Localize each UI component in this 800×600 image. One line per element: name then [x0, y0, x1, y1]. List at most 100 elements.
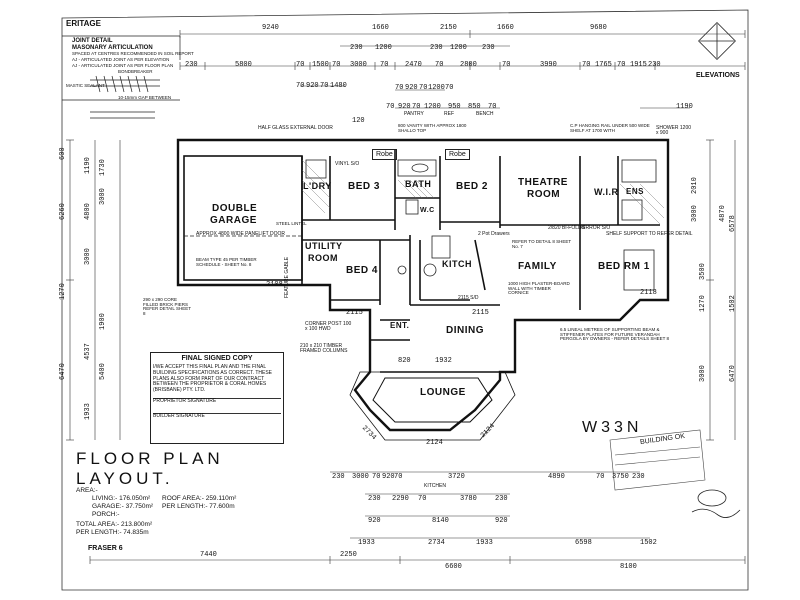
- dim-b2-0: 230: [368, 495, 381, 503]
- dim-b1-6: 4890: [548, 473, 565, 481]
- dim-row2-5: 3000: [350, 61, 367, 69]
- kitchen-dim-label: KITCHEN: [424, 483, 446, 489]
- dim-top-r1-3: 1200: [450, 44, 467, 52]
- dim-b1-8: 3750: [612, 473, 629, 481]
- dim-b2-1: 2290: [392, 495, 409, 503]
- dim-left-12: 1933: [84, 403, 92, 420]
- legend-bondbreaker: BONDBREAKER: [118, 69, 153, 74]
- dim-row2-16: 230: [648, 61, 661, 69]
- note-shelf-support: SHELF SUPPORT TO REFER DETAIL: [606, 231, 693, 237]
- final-signed-copy-box: FINAL SIGNED COPY I/WE ACCEPT THIS FINAL…: [150, 352, 284, 444]
- legend-heading-1: JOINT DETAIL: [72, 38, 113, 44]
- dim-b1-9: 230: [632, 473, 645, 481]
- room-utility-line1: UTILITY: [305, 241, 343, 251]
- room-bed-rm-1: BED RM 1: [598, 261, 650, 272]
- dim-b1-7: 70: [596, 473, 605, 481]
- side-dimension-lines: [66, 139, 736, 441]
- dim-b3-2: 920: [495, 517, 508, 525]
- legend-sealant: MASTIC SEALANT: [66, 83, 105, 88]
- room-double-garage-line2: GARAGE: [210, 215, 257, 226]
- final-signed-title: FINAL SIGNED COPY: [181, 355, 253, 362]
- model-name: FRASER 6: [88, 545, 123, 552]
- dim-b3-1: 8140: [432, 517, 449, 525]
- note-hanging-rail: C.P HANGING RAIL UNDER 500 WIDE SHELF AT…: [570, 123, 650, 133]
- room-kitch: KITCH: [442, 259, 472, 269]
- label-ref: REF: [444, 111, 454, 117]
- note-beam: BEAM TYPE 45 PER TIMBER SCHEDULE - SHEET…: [196, 257, 257, 267]
- note-half-glass: HALF GLASS EXTERNAL DOOR: [258, 125, 333, 131]
- dim-row3b-4: 70: [445, 84, 454, 92]
- dim-row4-3: 1200: [424, 103, 441, 111]
- dim-row3-0: 70: [296, 82, 305, 90]
- dim-b1-3: 920: [382, 473, 395, 481]
- building-outline: [176, 138, 670, 432]
- compass-diagram: [698, 22, 736, 60]
- plan-code: W33N: [582, 419, 643, 436]
- dim-row2-12: 70: [582, 61, 591, 69]
- dim-row2-15: 1915: [630, 61, 647, 69]
- note-vinyl: VINYL S/O: [335, 161, 360, 167]
- dim-right-8: 3000: [699, 365, 707, 382]
- room-utility-line2: ROOM: [308, 253, 338, 263]
- proprietor-signature-label: PROPRIETOR SIGNATURE: [153, 397, 281, 405]
- dim-b1-5: 3720: [448, 473, 465, 481]
- garage-door-note: APPROX 4800 WIDE PANELIFT DOOR: [196, 231, 286, 237]
- area-heading: AREA:-: [76, 487, 98, 494]
- dim-left-7: 3000: [84, 248, 92, 265]
- dim-row3-2: 70: [320, 82, 329, 90]
- dim-b5-1: 2250: [340, 551, 357, 559]
- dim-top-a: 1660: [372, 24, 389, 32]
- tiled-hatching: [301, 159, 665, 225]
- sheet-border: [61, 9, 749, 591]
- room-bed-3: BED 3: [348, 181, 380, 192]
- dim-left-0: 600: [59, 147, 67, 160]
- builder-signature-label: BUILDER SIGNATURE: [153, 412, 281, 420]
- dim-left-8: 1900: [99, 313, 107, 330]
- room-ent: ENT.: [390, 321, 410, 330]
- dim-row2-2: 70: [296, 61, 305, 69]
- dim-top-r1-2: 230: [430, 44, 443, 52]
- dim-top-total-right: 9680: [590, 24, 607, 32]
- legend-gap: 10-15mm GAP BETWEEN: [118, 95, 172, 100]
- fixtures: [305, 159, 657, 291]
- dim-misc-2124: 2124: [426, 439, 443, 447]
- dim-b5-3: 8100: [620, 563, 637, 571]
- dim-misc-2118: 2118: [640, 289, 657, 297]
- dim-top-r1-4: 230: [482, 44, 495, 52]
- dim-right-4: 6578: [729, 215, 737, 232]
- dim-right-0: 2010: [691, 177, 699, 194]
- dim-top-b: 2150: [440, 24, 457, 32]
- builder-seal: [691, 489, 741, 518]
- dim-b5-0: 7440: [200, 551, 217, 559]
- stamp-scribble: [609, 429, 706, 491]
- dim-row2-13: 1765: [595, 61, 612, 69]
- room-laundry: L'DRY: [303, 181, 332, 191]
- dim-top-r1-0: 230: [350, 44, 363, 52]
- dim-right-7: 6470: [729, 365, 737, 382]
- dim-misc-1932: 1932: [435, 357, 452, 365]
- label-pantry: PANTRY: [404, 111, 424, 117]
- dim-row2-7: 2470: [405, 61, 422, 69]
- dim-row2-1: 5800: [235, 61, 252, 69]
- area-porch: PORCH:-: [92, 511, 120, 518]
- note-steel-lintel: STEEL LINTEL: [276, 221, 307, 226]
- dim-b3-0: 920: [368, 517, 381, 525]
- dim-row2-14: 70: [617, 61, 626, 69]
- note-sliding: 2115 S/D: [458, 295, 479, 301]
- dim-row4-1: 920: [398, 103, 411, 111]
- dim-left-4: 6260: [59, 203, 67, 220]
- dim-row2-11: 3990: [540, 61, 557, 69]
- dim-b2-4: 230: [495, 495, 508, 503]
- note-lineal: 6.5 LINEAL METRES OF SUPPORTING BEAM & S…: [560, 327, 670, 341]
- area-per-length-2: PER LENGTH:- 74.835m: [76, 529, 149, 536]
- note-refer-detail: REFER TO DETAIL 8 SHEET No. 7: [512, 239, 572, 249]
- room-robe-2: Robe: [445, 149, 470, 160]
- dim-right-1: 3000: [691, 205, 699, 222]
- area-roof: ROOF AREA:- 259.110m²: [162, 495, 237, 502]
- dim-left-1: 1190: [84, 157, 92, 174]
- room-lounge: LOUNGE: [420, 387, 466, 398]
- dim-row2-6: 70: [380, 61, 389, 69]
- dim-row3b-1: 920: [405, 84, 418, 92]
- dim-left-5: 4800: [84, 203, 92, 220]
- dim-b4-0: 1933: [358, 539, 375, 547]
